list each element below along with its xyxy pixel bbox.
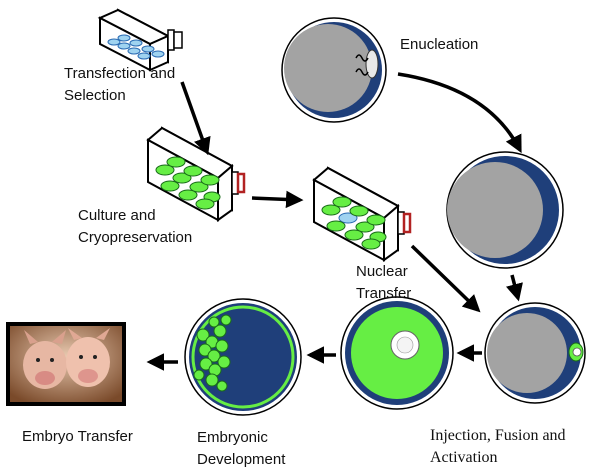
arrow-nuclear-to-injection xyxy=(410,244,481,313)
flask-cells-green xyxy=(155,156,221,210)
label-embryonic: Embryonic Development xyxy=(197,427,285,471)
piglets-photo xyxy=(6,322,126,406)
label-embryonic-line1: Embryonic xyxy=(197,429,268,446)
flask-cells-blue xyxy=(107,34,165,60)
label-injection-line1: Injection, Fusion and xyxy=(430,427,566,444)
blastocyst xyxy=(184,298,302,416)
arrow-culture-to-nuclear xyxy=(251,190,304,209)
label-nuclear-line1: Nuclear xyxy=(356,263,408,280)
label-nuclear-line2: Transfer xyxy=(356,285,412,302)
label-injection: Injection, Fusion and Activation xyxy=(430,425,566,469)
process-arrows xyxy=(146,72,523,371)
label-culture: Culture and Cryopreservation xyxy=(78,205,192,249)
label-enucleation: Enucleation xyxy=(400,36,479,53)
flask-cells-mixed xyxy=(321,196,387,250)
arrow-transfection-to-culture xyxy=(180,81,211,156)
label-culture-line2: Cryopreservation xyxy=(78,229,193,246)
oocyte-injection xyxy=(484,302,586,404)
label-transfection: Transfection and Selection xyxy=(64,63,175,107)
label-transfection-line1: Transfection and xyxy=(64,65,176,82)
arrow-enucleated-to-injection xyxy=(505,274,523,302)
label-nuclear-transfer: Nuclear Transfer xyxy=(356,261,411,305)
oocyte-enucleation xyxy=(281,17,387,123)
reconstructed-embryo xyxy=(340,296,454,410)
label-embryo-transfer: Embryo Transfer xyxy=(22,428,133,445)
inner-cell-mass xyxy=(193,314,232,392)
label-culture-line1: Culture and xyxy=(78,207,156,224)
label-injection-line2: Activation xyxy=(430,449,498,466)
flask-culture xyxy=(146,126,246,222)
flask-nuclear-transfer xyxy=(312,166,412,262)
oocyte-enucleated xyxy=(446,151,564,269)
label-transfection-line2: Selection xyxy=(64,87,126,104)
label-embryonic-line2: Development xyxy=(197,451,286,468)
flask-transfection xyxy=(97,8,183,72)
arrow-enucleation-to-enucleated xyxy=(397,72,522,154)
